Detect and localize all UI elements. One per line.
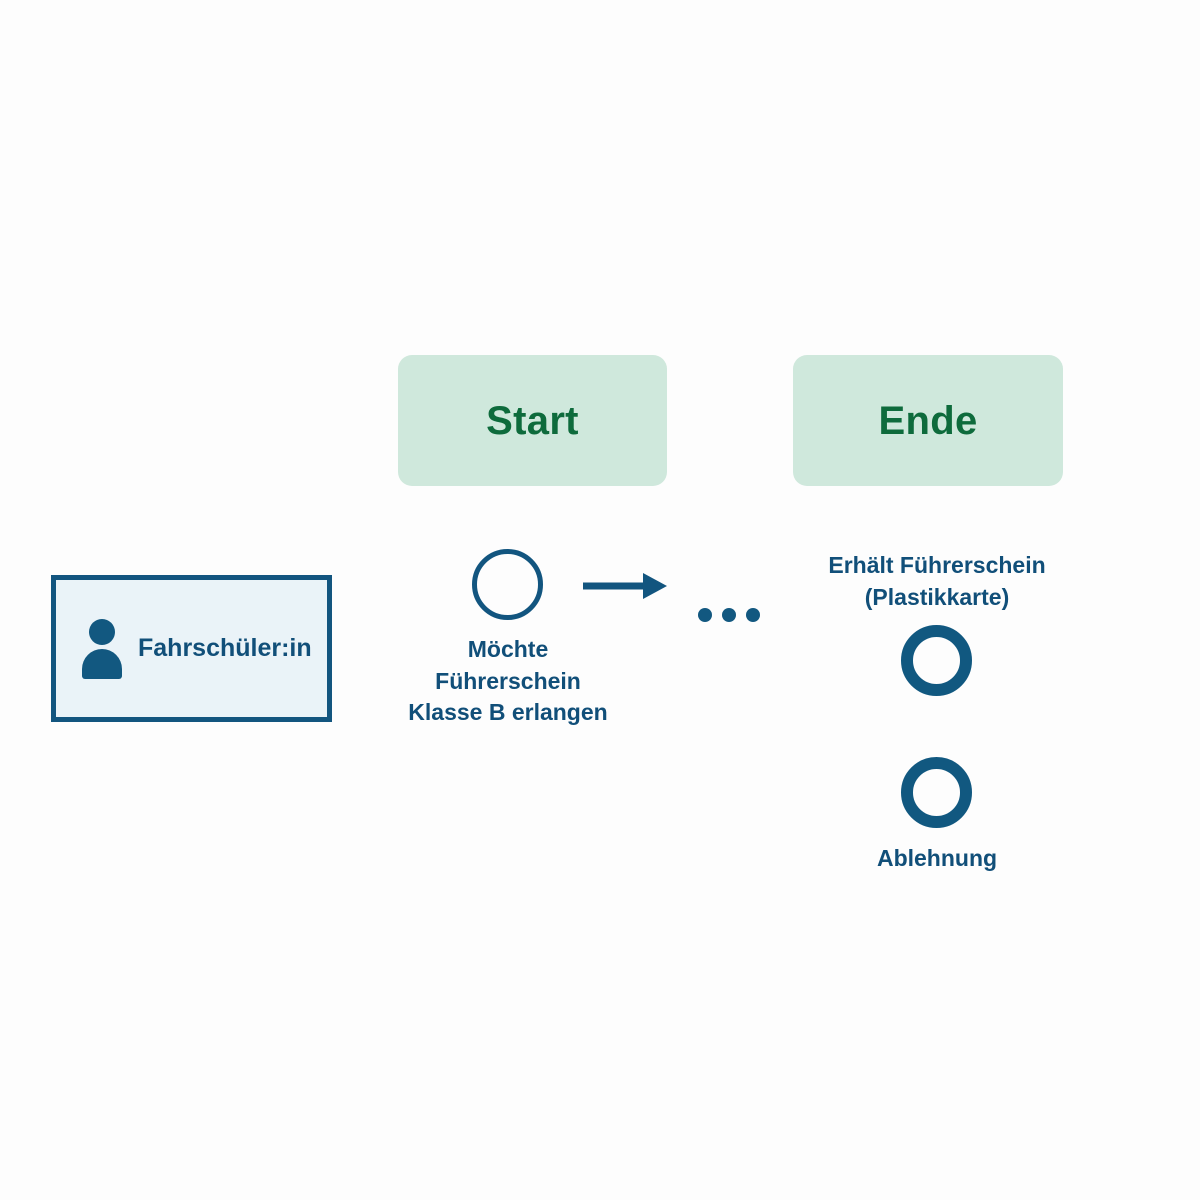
phase-label-start: Start bbox=[486, 398, 579, 443]
phase-box-end[interactable]: Ende bbox=[793, 355, 1063, 486]
ellipsis-dot bbox=[722, 608, 736, 622]
end-event-license-circle[interactable] bbox=[901, 625, 972, 696]
participant-label: Fahrschüler:in bbox=[138, 634, 312, 662]
phase-label-end: Ende bbox=[878, 398, 978, 443]
ellipsis-dot bbox=[698, 608, 712, 622]
end-event-rejection-label: Ablehnung bbox=[876, 845, 998, 871]
end-event-rejection-circle[interactable] bbox=[901, 757, 972, 828]
end-event-license-label: Erhält Führerschein (Plastikkarte) bbox=[828, 552, 1046, 610]
ellipsis-icon bbox=[698, 608, 760, 622]
participant-box[interactable]: Fahrschüler:in bbox=[51, 575, 332, 722]
start-event-circle[interactable] bbox=[472, 549, 543, 620]
person-icon bbox=[80, 618, 124, 679]
start-event-label: Möchte Führerschein Klasse B erlangen bbox=[408, 636, 608, 726]
sequence-flow-arrow-icon bbox=[583, 573, 667, 599]
ellipsis-dot bbox=[746, 608, 760, 622]
phase-box-start[interactable]: Start bbox=[398, 355, 667, 486]
person-icon-body bbox=[82, 648, 122, 679]
person-icon-head bbox=[89, 618, 115, 645]
